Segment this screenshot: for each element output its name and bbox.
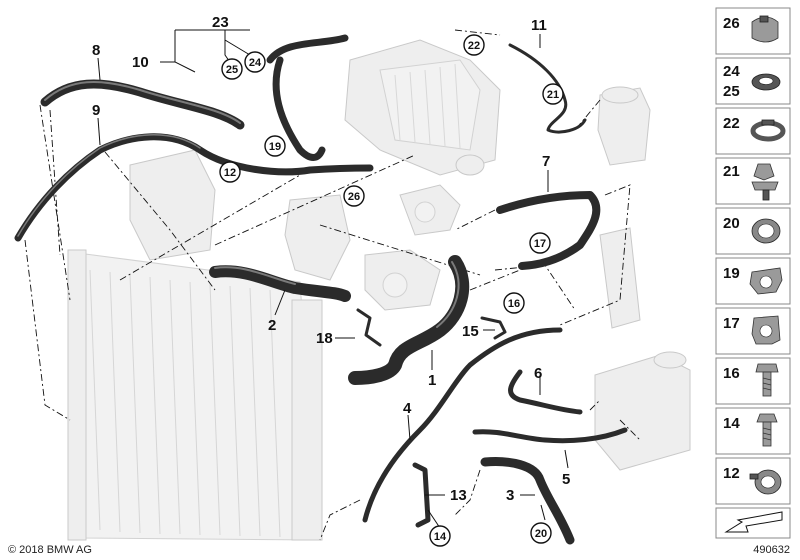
bracket-18[interactable] [356,308,382,347]
arrow-icon [724,511,783,533]
svg-text:16: 16 [508,298,520,310]
bracket-clip-icon [751,315,781,345]
callout-5: 5 [562,471,570,488]
svg-text:16: 16 [723,365,740,382]
legend-item-12[interactable]: 12 [715,457,791,505]
hose-1[interactable] [348,255,470,385]
callout-3: 3 [506,487,514,504]
radiator [67,249,323,541]
pipe-11[interactable] [508,43,587,134]
callout-11: 11 [531,17,547,34]
hex-screw-icon [756,413,778,447]
hose-9[interactable] [14,133,374,242]
legend-item-26[interactable]: 26 [715,7,791,55]
callout-8: 8 [92,42,100,59]
spring-clamp-icon [751,218,781,244]
parts-legend: 26 24 25 22 21 [715,7,791,539]
svg-text:26: 26 [348,191,360,203]
thermostat-housing [284,194,441,311]
hose-clip-icon [749,267,783,295]
circled-callout-19: 19 [264,135,286,157]
circled-callouts: 12 14 16 17 19 20 21 22 24 25 26 [219,34,564,547]
svg-text:19: 19 [269,141,281,153]
hose-2[interactable] [209,265,351,302]
wire-clamp-icon [749,469,782,495]
legend-item-19[interactable]: 19 [715,257,791,305]
svg-text:25: 25 [226,64,238,76]
callout-4: 4 [403,400,412,417]
legend-item-20[interactable]: 20 [715,207,791,255]
circled-callout-16: 16 [503,292,525,314]
callout-10: 10 [132,54,149,71]
circled-callout-26: 26 [343,185,365,207]
water-pump-housing [399,184,461,236]
expansion-tank [597,86,651,166]
circled-callout-25: 25 [221,58,243,80]
direction-arrow-box [715,507,791,539]
svg-text:22: 22 [468,40,480,52]
svg-text:25: 25 [723,83,740,100]
pipe-4[interactable] [362,327,563,523]
circled-callout-12: 12 [219,161,241,183]
svg-text:14: 14 [434,531,447,543]
circled-callout-14: 14 [429,525,451,547]
svg-text:24: 24 [723,63,740,80]
callout-13: 13 [450,487,467,504]
collar-screw-icon [755,363,779,397]
svg-text:26: 26 [723,15,740,32]
bracket-15[interactable] [480,316,507,340]
callout-7: 7 [542,153,550,170]
seal-ring-icon [751,73,781,91]
diagram-number: 490632 [753,544,790,556]
legend-item-16[interactable]: 16 [715,357,791,405]
callout-2: 2 [268,317,276,334]
hose-10[interactable] [266,34,349,161]
svg-text:21: 21 [723,163,740,180]
circled-callout-20: 20 [530,522,552,544]
legend-item-21[interactable]: 21 [715,157,791,205]
band-clamp-icon [750,119,786,142]
hose-6[interactable] [508,369,583,415]
copyright-text: © 2018 BMW AG [8,544,92,556]
aux-radiator [599,227,641,329]
svg-text:20: 20 [535,528,547,540]
hose-clamp-icon [751,15,779,43]
washer-tank [129,149,216,261]
hose-3[interactable] [480,457,575,545]
circled-callout-22: 22 [463,34,485,56]
circled-callout-17: 17 [529,232,551,254]
callout-1: 1 [428,372,436,389]
expanding-rivet-icon [751,163,779,201]
svg-text:17: 17 [723,315,740,332]
callout-23: 23 [212,14,229,31]
svg-text:20: 20 [723,215,740,232]
pipe-5[interactable] [472,427,628,444]
hose-7[interactable] [496,191,601,270]
svg-text:12: 12 [224,167,236,179]
legend-item-14[interactable]: 14 [715,407,791,455]
svg-text:21: 21 [547,89,559,101]
callout-9: 9 [92,102,100,119]
coolant-reservoir-lower [594,351,691,471]
svg-text:19: 19 [723,265,740,282]
hose-8[interactable] [40,79,245,130]
svg-text:17: 17 [534,238,546,250]
legend-item-22[interactable]: 22 [715,107,791,155]
callout-6: 6 [534,365,542,382]
svg-text:22: 22 [723,115,740,132]
legend-item-24-25[interactable]: 24 25 [715,57,791,105]
svg-text:24: 24 [249,57,262,69]
leader-lines [97,29,569,529]
legend-item-17[interactable]: 17 [715,307,791,355]
callout-numbers: 1 2 3 4 5 6 7 8 9 10 11 13 15 18 23 [92,14,570,504]
callout-18: 18 [316,330,333,347]
callout-15: 15 [462,323,479,340]
svg-text:14: 14 [723,415,740,432]
svg-text:12: 12 [723,465,740,482]
intercooler [344,39,501,176]
circled-callout-21: 21 [542,83,564,105]
circled-callout-24: 24 [244,51,266,73]
